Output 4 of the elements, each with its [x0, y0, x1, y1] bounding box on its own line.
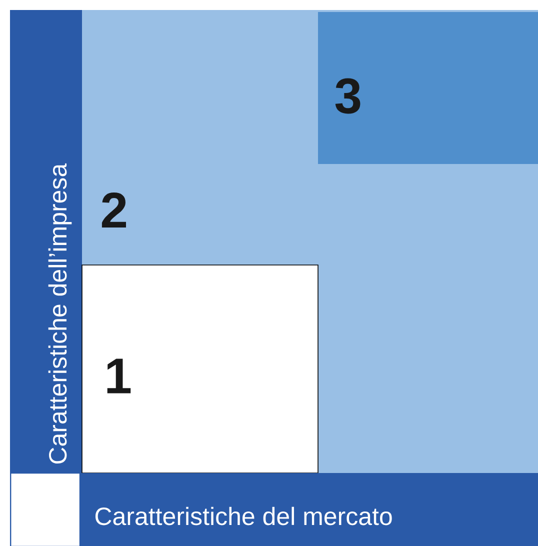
quadrant-region: 1: [82, 264, 318, 474]
quadrant-region: 3: [318, 12, 538, 164]
axis-band: Caratteristiche del mercato: [80, 473, 538, 546]
axis-band: Caratteristiche dell’impresa: [10, 10, 82, 473]
